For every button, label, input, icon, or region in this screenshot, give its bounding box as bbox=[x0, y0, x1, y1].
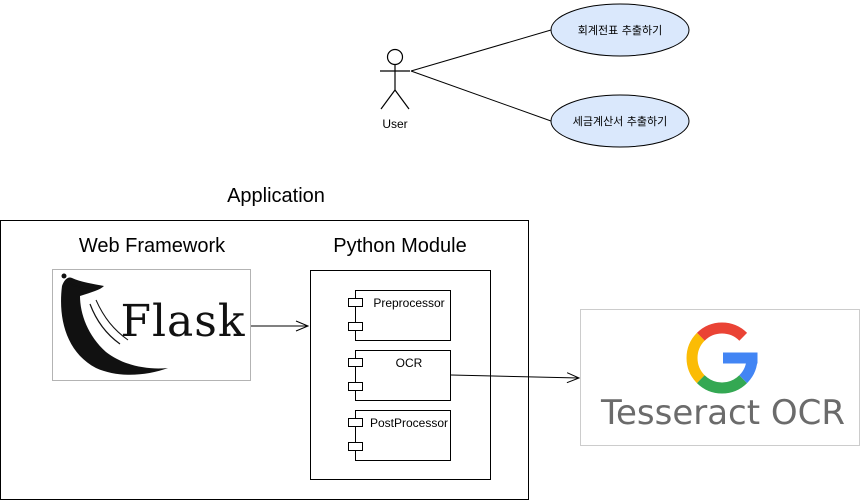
component-icon bbox=[348, 358, 363, 367]
actor-left-leg bbox=[380, 89, 396, 110]
arrow-ocr-to-tesseract bbox=[450, 375, 579, 378]
use-case-ellipse bbox=[550, 3, 690, 57]
component-icon bbox=[348, 322, 363, 331]
component-postprocessor: PostProcessor bbox=[348, 410, 451, 461]
use-case-label: 세금계산서 추출하기 bbox=[573, 114, 668, 128]
flask-horn-icon bbox=[61, 273, 168, 375]
component-ocr: OCR bbox=[348, 350, 451, 401]
component-label: PostProcessor bbox=[370, 416, 448, 430]
component-icon bbox=[348, 298, 363, 307]
component-box bbox=[355, 410, 451, 461]
actor-user: User bbox=[380, 48, 410, 131]
use-case-2: 세금계산서 추출하기 bbox=[550, 94, 690, 148]
association-line-2 bbox=[410, 70, 552, 122]
component-icon bbox=[348, 382, 363, 391]
flask-logo: Flask bbox=[52, 269, 251, 381]
actor-label: User bbox=[382, 117, 407, 131]
association-line-1 bbox=[410, 29, 552, 72]
component-label: Preprocessor bbox=[373, 296, 444, 310]
use-case-1: 회계전표 추출하기 bbox=[550, 3, 690, 57]
component-icon bbox=[348, 418, 363, 427]
application-title: Application bbox=[227, 185, 325, 207]
component-box bbox=[355, 290, 451, 341]
component-icon bbox=[348, 442, 363, 451]
tesseract-ocr-text: Tesseract OCR bbox=[600, 393, 845, 433]
actor-right-leg bbox=[394, 89, 410, 110]
flask-logo-text: Flask bbox=[120, 296, 245, 347]
actor-head bbox=[386, 48, 404, 66]
google-g-icon bbox=[686, 322, 758, 394]
component-box bbox=[355, 350, 451, 401]
component-label: OCR bbox=[396, 356, 423, 370]
use-case-label: 회계전표 추출하기 bbox=[578, 23, 662, 37]
use-case-ellipse bbox=[550, 94, 690, 148]
component-preprocessor: Preprocessor bbox=[348, 290, 451, 341]
python-module-title: Python Module bbox=[333, 235, 466, 257]
tesseract-ocr-logo: Tesseract OCR bbox=[580, 309, 860, 446]
web-framework-title: Web Framework bbox=[79, 235, 226, 257]
